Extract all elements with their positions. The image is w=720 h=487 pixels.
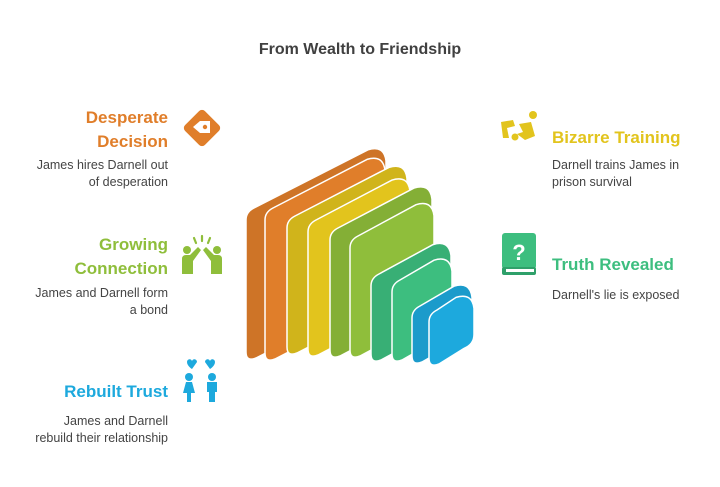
- desc-line: James hires Darnell out: [36, 158, 168, 172]
- desc-line: of desperation: [88, 175, 168, 189]
- people-celebrating-icon: [182, 234, 222, 274]
- desc-line: rebuild their relationship: [35, 431, 168, 445]
- step-desc-growing-connection: James and Darnell form a bond: [10, 285, 168, 319]
- heading-line: Decision: [97, 132, 168, 151]
- desc-line: James and Darnell form: [35, 286, 168, 300]
- svg-text:?: ?: [512, 240, 525, 265]
- step-heading-desperate-decision: Desperate Decision: [40, 106, 168, 154]
- stack-layer-10: [428, 295, 475, 366]
- step-desc-bizarre-training: Darnell trains James in prison survival: [552, 157, 712, 191]
- step-desc-truth-revealed: Darnell's lie is exposed: [552, 287, 712, 304]
- step-heading-bizarre-training: Bizarre Training: [552, 128, 681, 147]
- sparring-figures-icon: [501, 111, 537, 141]
- step-heading-growing-connection: Growing Connection: [40, 233, 169, 281]
- desc-line: James and Darnell: [63, 414, 168, 428]
- desc-line: prison survival: [552, 175, 632, 189]
- step-heading-truth-revealed: Truth Revealed: [552, 255, 674, 274]
- step-desc-desperate-decision: James hires Darnell out of desperation: [10, 157, 168, 191]
- price-tag-icon: [183, 109, 221, 147]
- step-heading-rebuilt-trust: Rebuilt Trust: [64, 382, 168, 401]
- couple-broken-heart-icon: [183, 359, 217, 402]
- heading-line: Connection: [74, 259, 169, 278]
- desc-line: a bond: [129, 303, 168, 317]
- heading-line: Desperate: [85, 108, 168, 127]
- page-title: From Wealth to Friendship: [258, 41, 462, 58]
- desc-line: Darnell trains James in: [552, 158, 680, 172]
- desc-line: Darnell's lie is exposed: [552, 288, 680, 302]
- question-book-icon: ?: [502, 233, 536, 275]
- step-desc-rebuilt-trust: James and Darnell rebuild their relation…: [10, 413, 168, 447]
- heading-line: Growing: [99, 235, 168, 254]
